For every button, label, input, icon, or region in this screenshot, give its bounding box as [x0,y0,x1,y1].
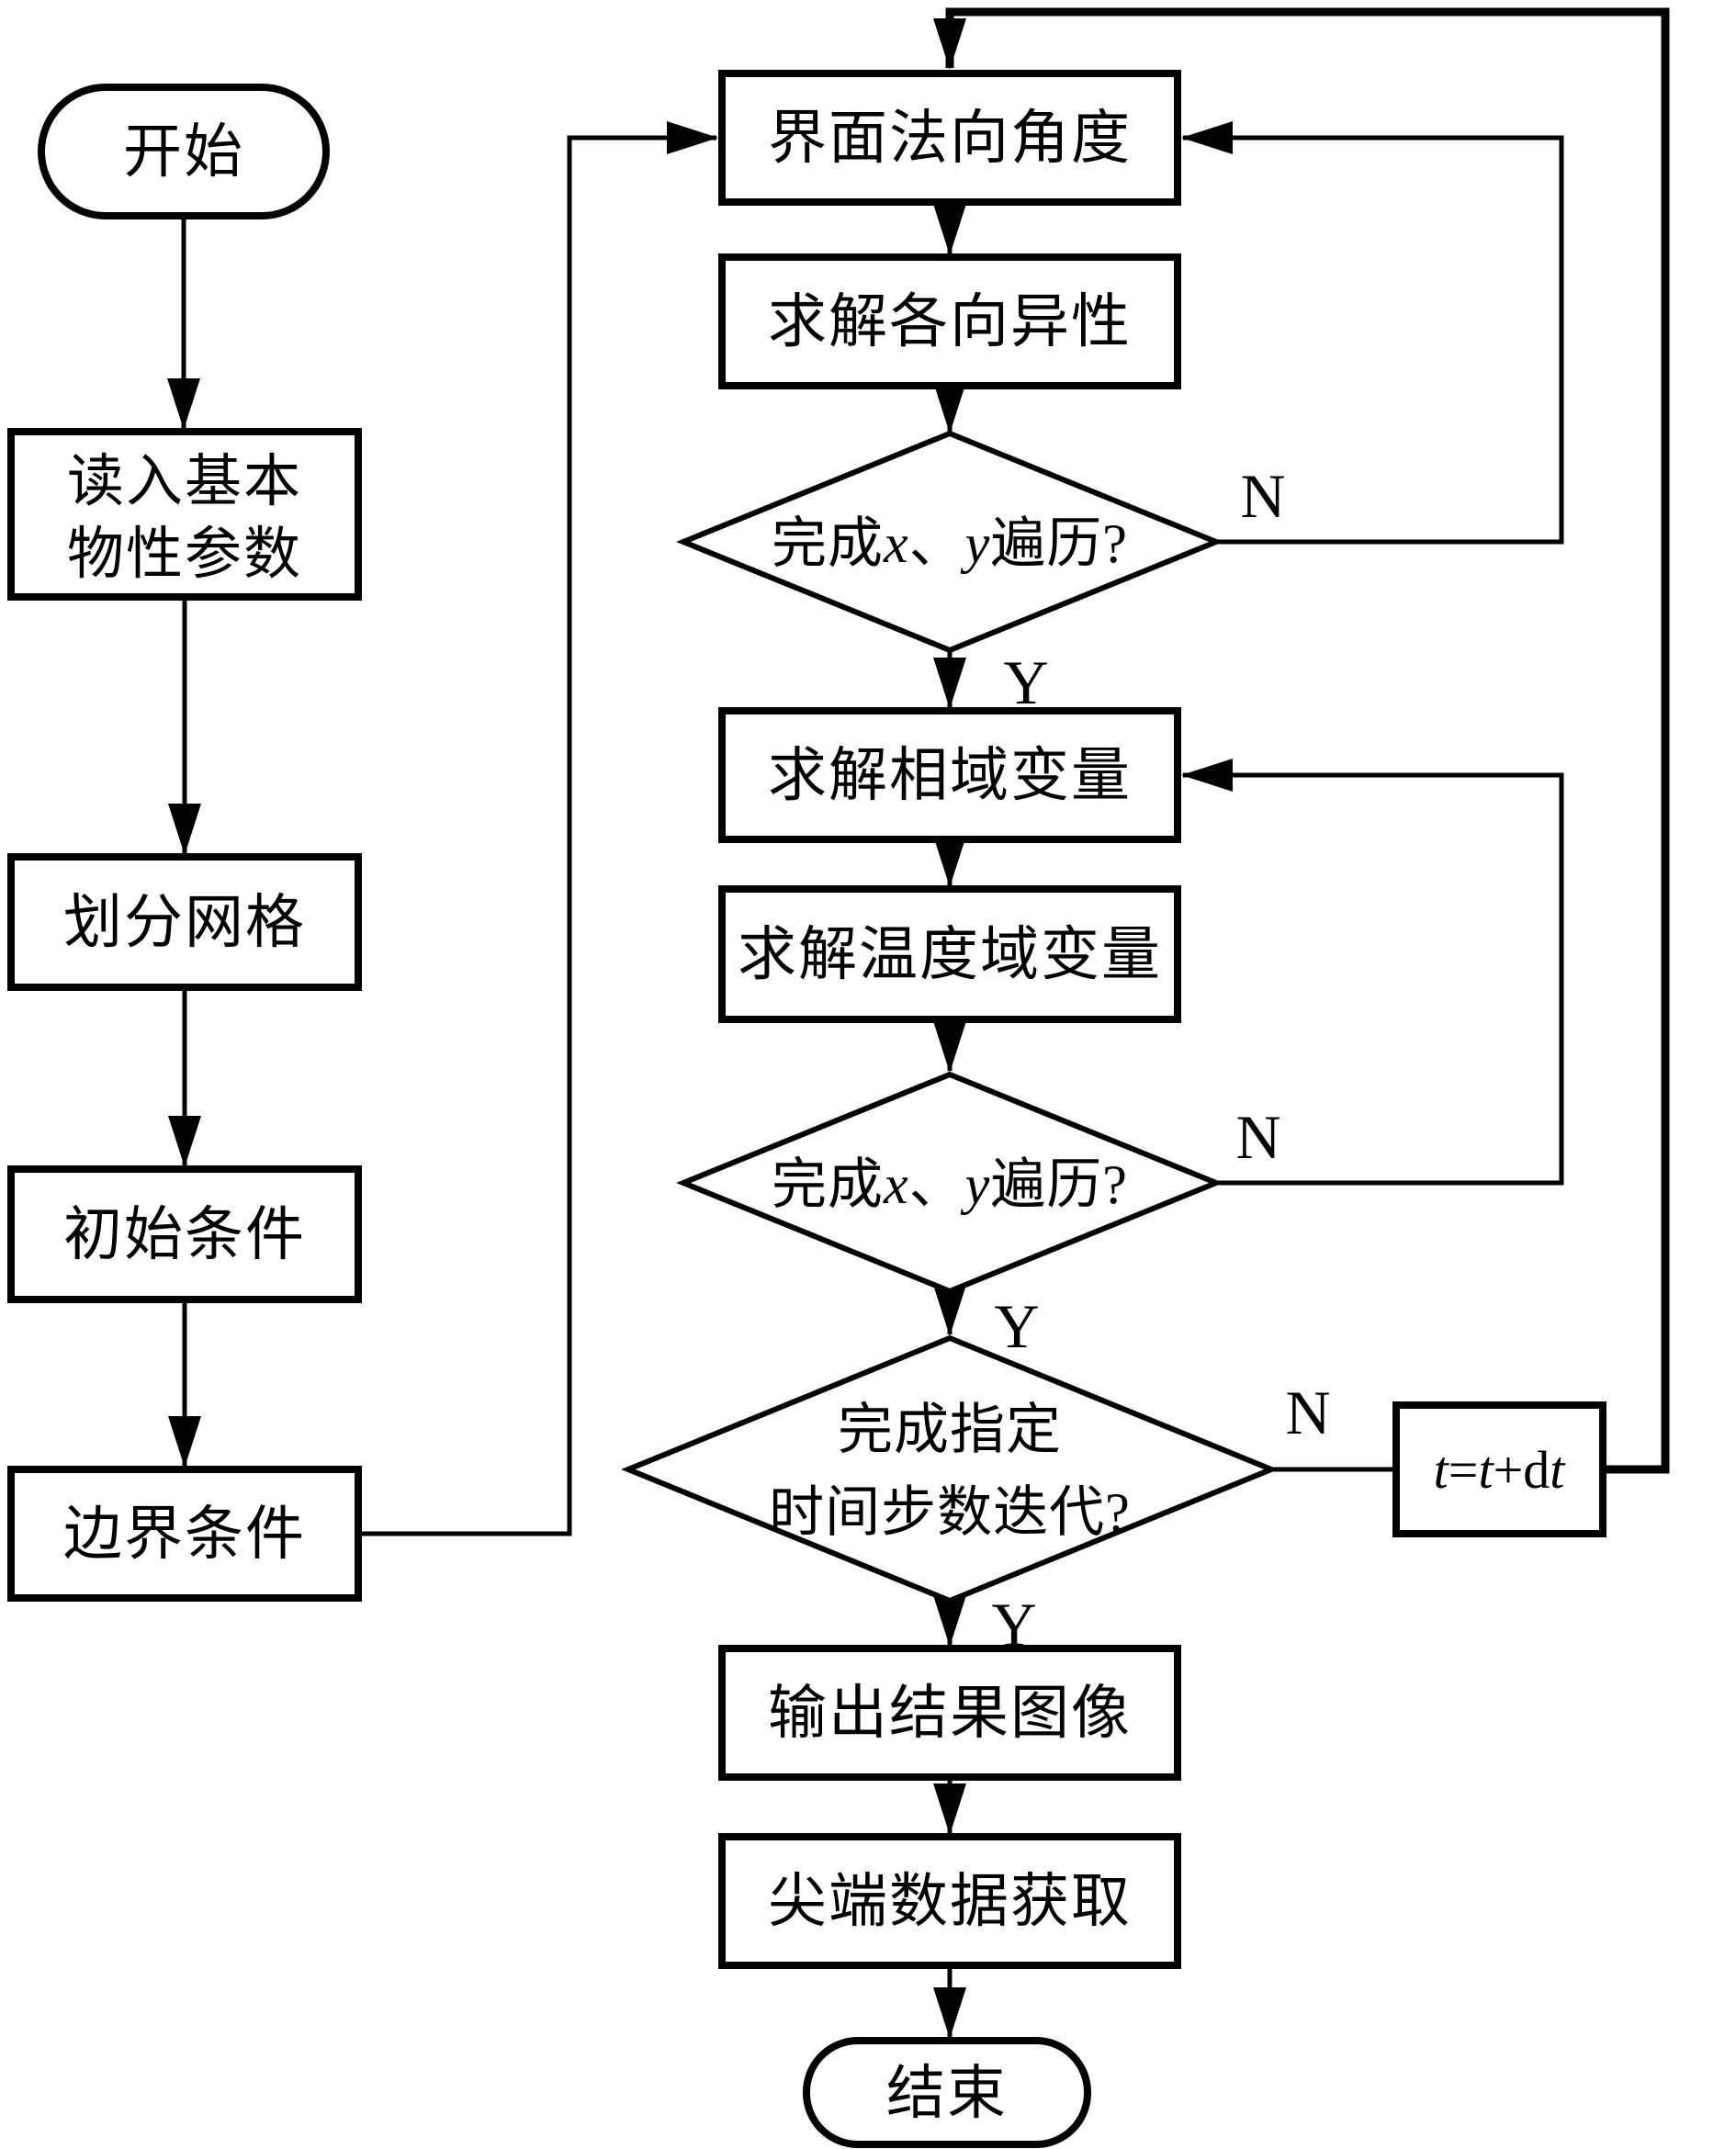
node-output-images-label: 输出结果图像 [768,1681,1132,1746]
node-diamond-time-steps [621,1334,1279,1604]
node-output-images [718,1645,1181,1781]
node-end [803,2037,1091,2148]
node-phase-field [718,707,1181,843]
node-boundary-conditions [7,1466,362,1602]
node-read-params [7,428,362,601]
node-phase-field-label: 求解相域变量 [768,743,1132,808]
node-diamond-time-steps-line2: 时间步数迭代? [769,1482,1131,1543]
node-tip-data-label: 尖端数据获取 [768,1869,1132,1934]
node-anisotropy-label: 求解各向异性 [768,289,1132,354]
node-diamond-xy-traversal-1 [676,430,1223,654]
node-initial-conditions [7,1165,362,1303]
label-diamond3-yes: Y [991,1590,1036,1660]
label-diamond1-yes: Y [1003,647,1048,717]
node-boundary-conditions-label: 边界条件 [63,1502,306,1567]
label-diamond2-yes: Y [994,1291,1039,1361]
node-read-params-line1: 读入基本 [67,451,302,513]
node-diamond-time-steps-line1: 完成指定 [838,1400,1062,1460]
node-temp-field-label: 求解温度域变量 [738,922,1162,987]
label-diamond2-no: N [1235,1102,1280,1172]
node-end-label: 结束 [886,2061,1008,2126]
node-mesh [7,853,362,991]
node-time-update [1392,1401,1606,1537]
node-diamond-xy-traversal-2-label: 完成x、y遍历? [772,1154,1128,1215]
node-start-label: 开始 [123,119,244,185]
node-start [38,84,330,219]
edge-diamond1-no-loop [1181,121,1564,545]
node-diamond-xy-traversal-1-label: 完成x、y遍历? [772,513,1128,574]
label-diamond3-no: N [1285,1378,1330,1447]
node-temp-field [718,885,1181,1023]
node-read-params-line2: 物性参数 [67,523,302,586]
label-diamond1-no: N [1240,461,1285,531]
node-tip-data [718,1833,1181,1969]
node-diamond-xy-traversal-2 [676,1071,1223,1295]
node-normal-angle-label: 界面法向角度 [768,106,1132,171]
edge-diamond2-no-loop [1181,759,1564,1186]
node-mesh-label: 划分网格 [63,890,306,955]
node-initial-conditions-label: 初始条件 [63,1202,306,1267]
node-time-update-label: t=t+dt [1434,1440,1567,1500]
node-normal-angle [718,70,1181,206]
edge-timeupdate-outer-loop [933,7,1670,1474]
edge-boundary-to-normal-angle [358,121,718,1536]
node-anisotropy [718,253,1181,389]
